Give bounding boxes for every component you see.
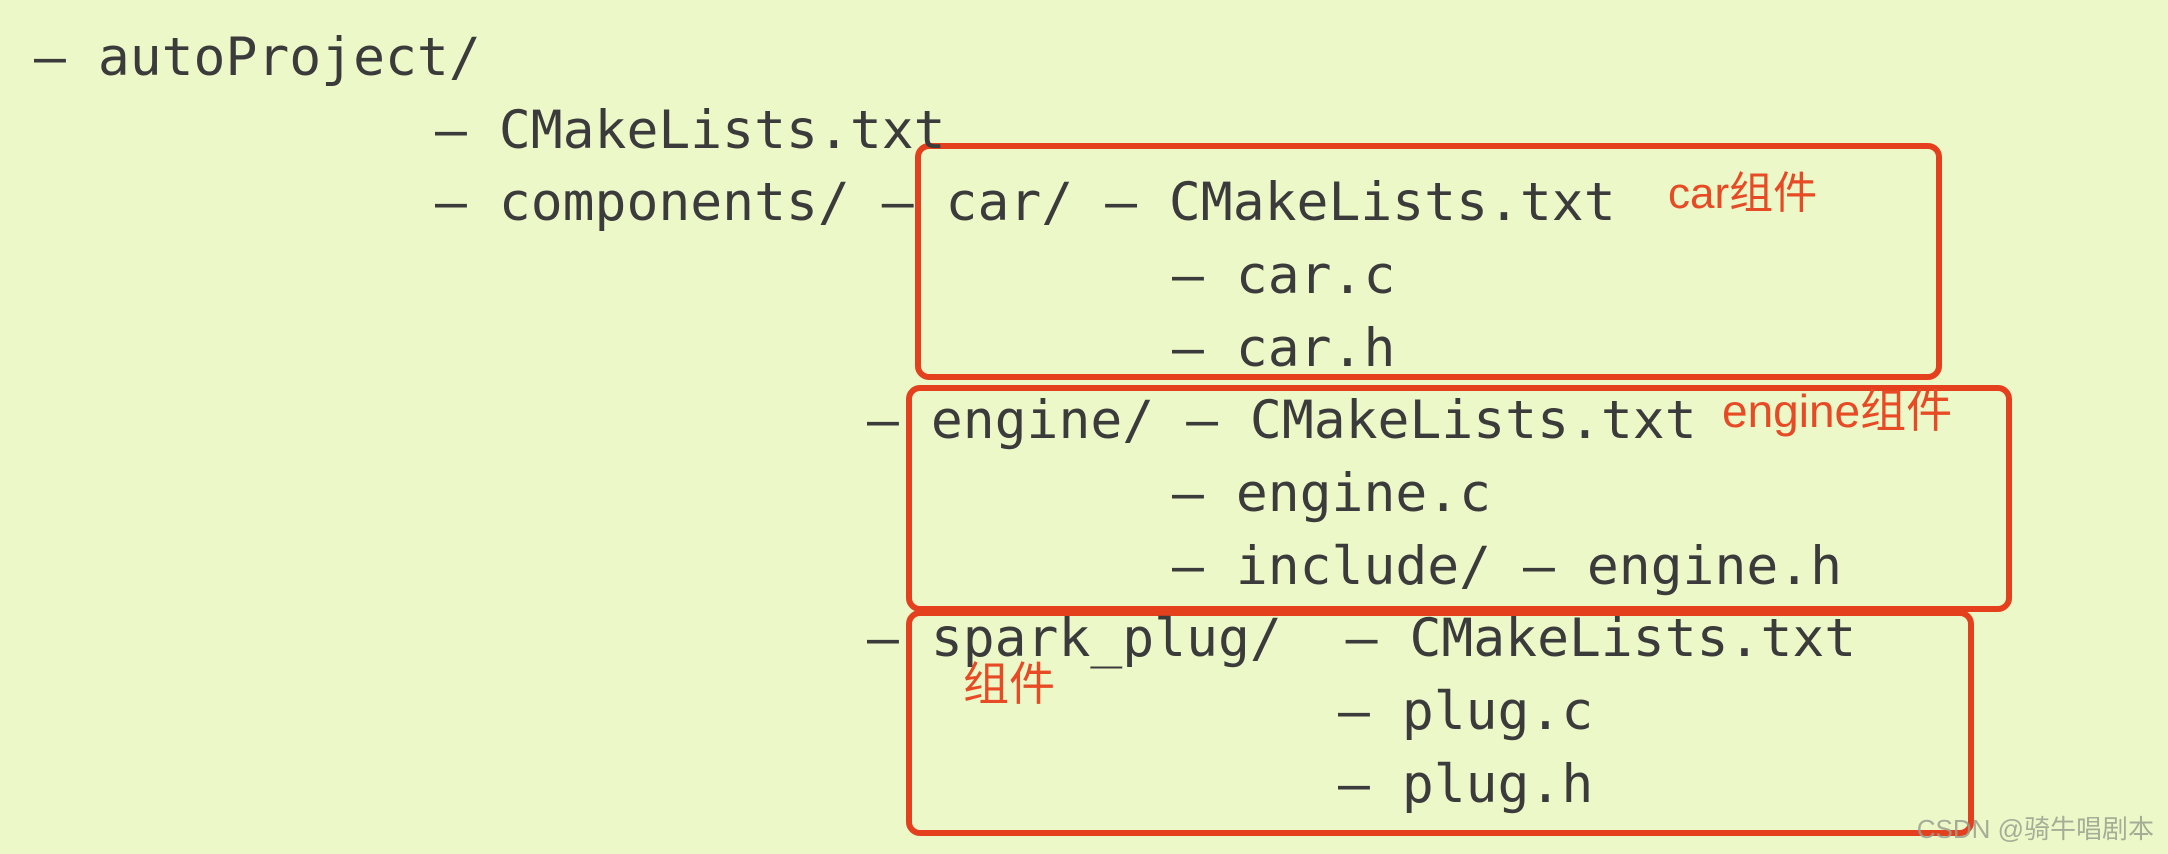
car-component-annotation: car组件 <box>1668 169 1818 218</box>
spark-plug-component-box <box>906 610 1974 836</box>
engine-component-box <box>906 385 2012 612</box>
tree-line-engine-c: – engine.c <box>1172 463 1492 524</box>
engine-component-annotation: engine组件 <box>1722 385 1953 437</box>
tree-line-car-c: – car.c <box>1172 245 1396 306</box>
tree-line-plug-h: – plug.h <box>1338 754 1594 815</box>
tree-line-engine: – engine/ – CMakeLists.txt <box>867 390 1697 451</box>
spark-plug-component-annotation: 组件 <box>963 658 1055 710</box>
car-component-box <box>915 143 1942 380</box>
tree-line-components-car: – components/ – car/ – CMakeLists.txt <box>435 172 1616 233</box>
csdn-watermark: CSDN @骑牛唱剧本 <box>1916 814 2154 844</box>
tree-line-include-engine-h: – include/ – engine.h <box>1172 536 1843 597</box>
tree-line-autoproject: – autoProject/ <box>34 27 481 88</box>
tree-line-plug-c: – plug.c <box>1338 681 1594 742</box>
tree-line-car-h: – car.h <box>1172 318 1396 379</box>
tree-line-spark-plug: – spark_plug/ – CMakeLists.txt <box>867 608 1857 669</box>
tree-line-root-cmakelists: – CMakeLists.txt <box>435 100 946 161</box>
